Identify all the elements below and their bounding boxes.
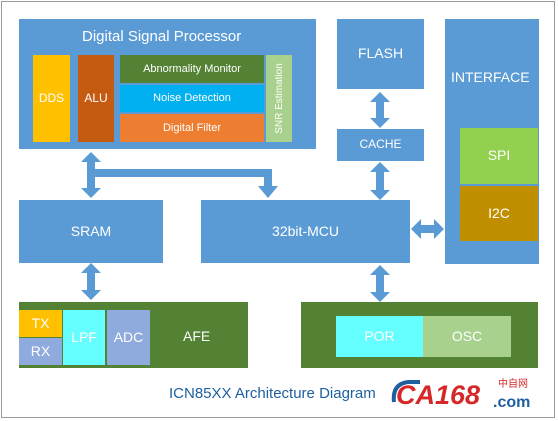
i2c-block: I2C — [460, 186, 538, 241]
dds-block: DDS — [33, 55, 70, 142]
afe-label: AFE — [183, 328, 211, 344]
arrow-cache-mcu — [370, 162, 390, 200]
rx-block: RX — [19, 338, 62, 365]
sram-block: SRAM — [19, 200, 163, 263]
abnormality-monitor-block: Abnormality Monitor — [120, 55, 264, 83]
spi-block: SPI — [460, 128, 538, 184]
dsp-title: Digital Signal Processor — [82, 28, 242, 45]
interface-title: INTERFACE — [451, 69, 530, 85]
ca168-logo-graphic: CA168 中自网 .com — [391, 377, 530, 411]
svg-text:CA168: CA168 — [396, 380, 480, 410]
noise-detection-block: Noise Detection — [120, 85, 264, 112]
por-block: POR — [336, 316, 423, 357]
diagram-caption: ICN85XX Architecture Diagram — [169, 385, 376, 402]
tx-block: TX — [19, 310, 62, 337]
svg-text:.com: .com — [493, 394, 530, 411]
flash-block: FLASH — [337, 19, 424, 89]
arrow-dsp-sram — [81, 152, 101, 198]
arrow-sram-afe — [81, 263, 101, 300]
arrow-mcu-interface — [411, 219, 444, 239]
snr-estimation-label: SNR Estimation — [273, 63, 285, 134]
adc-block: ADC — [107, 310, 150, 365]
arrow-dsp-mcu — [95, 169, 278, 198]
svg-text:中自网: 中自网 — [498, 377, 528, 390]
cache-block: CACHE — [337, 129, 424, 161]
mcu-block: 32bit-MCU — [201, 200, 410, 263]
snr-estimation-block: SNR Estimation — [266, 55, 292, 142]
ca168-logo: CA168 中自网 .com — [390, 372, 555, 412]
alu-block: ALU — [78, 55, 114, 142]
digital-filter-block: Digital Filter — [120, 114, 264, 142]
lpf-block: LPF — [63, 310, 105, 365]
arrow-flash-cache — [370, 92, 390, 128]
osc-block: OSC — [423, 316, 511, 357]
arrow-mcu-clock — [370, 265, 390, 302]
